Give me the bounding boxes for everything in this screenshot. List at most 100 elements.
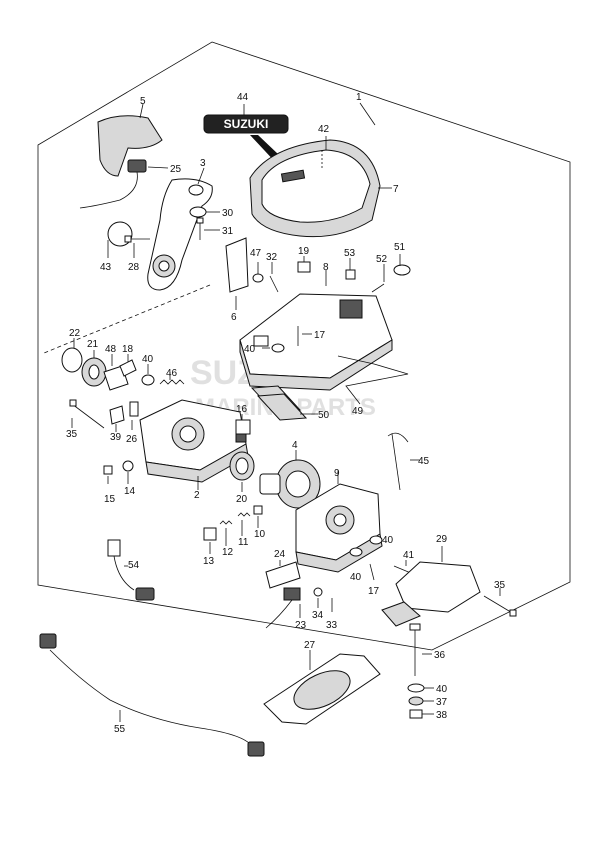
part-gear-4 [259, 450, 321, 509]
assembly-outline [37, 41, 571, 651]
callout-30: 30 [222, 208, 234, 219]
callout-line-1 [359, 102, 376, 126]
callout-40d: 40 [350, 572, 362, 583]
callout-25: 25 [170, 164, 182, 175]
callout-54: 54 [128, 560, 140, 571]
callout-49: 49 [352, 406, 364, 417]
part-pad-50 [250, 385, 318, 421]
callout-32: 32 [266, 252, 278, 263]
part-stopper-13 [203, 527, 217, 554]
callout-36: 36 [434, 650, 446, 661]
callout-2: 2 [194, 490, 200, 501]
callout-8: 8 [323, 262, 329, 273]
part-cap-10 [253, 505, 263, 528]
callout-labels: 1 2 3 4 5 6 7 8 9 10 11 12 13 14 15 16 1… [66, 92, 506, 735]
callout-47: 47 [250, 248, 262, 259]
part-harness-55 [39, 633, 265, 757]
part-ring-21 [81, 350, 107, 387]
part-pin-26 [129, 401, 139, 430]
callout-18: 18 [122, 344, 134, 355]
part-top-cover [249, 136, 392, 238]
part-spring-46 [159, 372, 185, 385]
part-wire-49 [337, 355, 409, 405]
part-bracket-24 [265, 560, 301, 589]
callout-1: 1 [356, 92, 362, 103]
callout-43: 43 [100, 262, 112, 273]
callout-29: 29 [436, 534, 448, 545]
part-nut-14 [122, 460, 134, 484]
part-bolt-35-right [483, 588, 517, 617]
part-screw-32 [269, 262, 279, 293]
callout-40a: 40 [142, 354, 154, 365]
callout-4: 4 [292, 440, 298, 451]
callout-48: 48 [105, 344, 117, 355]
callout-28: 28 [128, 262, 140, 273]
part-bracket-29 [381, 546, 481, 627]
part-screw-17-upper [297, 326, 312, 346]
callout-27: 27 [304, 640, 316, 651]
callout-6: 6 [231, 312, 237, 323]
part-nut-30 [189, 206, 220, 218]
part-main-bracket-2 [139, 399, 249, 490]
part-ring-20 [229, 451, 255, 492]
callout-55: 55 [114, 724, 126, 735]
callout-42: 42 [318, 124, 330, 135]
callout-40e: 40 [436, 684, 448, 695]
part-lever-arm [147, 167, 213, 291]
callout-39: 39 [110, 432, 122, 443]
callout-53: 53 [344, 248, 356, 259]
part-handle-grip [97, 103, 163, 177]
callout-16: 16 [236, 404, 248, 415]
callout-20: 20 [236, 494, 248, 505]
part-gasket-27 [263, 650, 381, 725]
callout-37: 37 [436, 697, 448, 708]
guide-dashed-left [43, 284, 211, 354]
part-bolt-36 [409, 623, 432, 676]
callout-52: 52 [376, 254, 388, 265]
part-washer-37 [408, 696, 434, 706]
callout-10: 10 [254, 529, 266, 540]
callout-38: 38 [436, 710, 448, 721]
part-washer-40-upper [262, 343, 285, 353]
callout-14: 14 [124, 486, 136, 497]
callout-31: 31 [222, 226, 234, 237]
callout-23: 23 [295, 620, 307, 631]
callout-40c: 40 [382, 535, 394, 546]
callout-24: 24 [274, 549, 286, 560]
part-nut-38 [409, 709, 434, 719]
callout-33: 33 [326, 620, 338, 631]
part-washer-47 [252, 262, 264, 283]
part-cable-tie-45 [387, 432, 420, 491]
part-bolt-35-left [69, 399, 105, 429]
callout-13: 13 [203, 556, 215, 567]
part-clip-39 [109, 405, 125, 432]
part-screw-31 [196, 217, 220, 240]
part-washer-40-left [141, 364, 155, 386]
callout-40b: 40 [244, 344, 256, 355]
part-spring-12 [219, 520, 233, 546]
part-nut-53 [345, 258, 356, 280]
part-harness-54 [107, 539, 155, 601]
callout-15: 15 [104, 494, 116, 505]
callout-9: 9 [334, 468, 340, 479]
part-lower-housing [239, 293, 393, 391]
callout-17b: 17 [368, 586, 380, 597]
callout-22: 22 [69, 328, 81, 339]
callout-7: 7 [393, 184, 399, 195]
callout-5: 5 [140, 96, 146, 107]
callout-19: 19 [298, 246, 310, 257]
part-ring-22 [61, 338, 83, 373]
part-screw-17-lower [369, 563, 375, 581]
callout-17a: 17 [314, 330, 326, 341]
callout-12: 12 [222, 547, 234, 558]
part-bolt-28 [124, 235, 150, 258]
callout-3: 3 [200, 158, 206, 169]
callout-34: 34 [312, 610, 324, 621]
part-clip-51 [393, 254, 411, 276]
part-bolt-18 [119, 354, 137, 377]
part-block-16 [235, 414, 251, 435]
callout-26: 26 [126, 434, 138, 445]
callout-35a: 35 [66, 429, 78, 440]
callout-50: 50 [318, 410, 330, 421]
part-screw-52 [371, 264, 385, 293]
